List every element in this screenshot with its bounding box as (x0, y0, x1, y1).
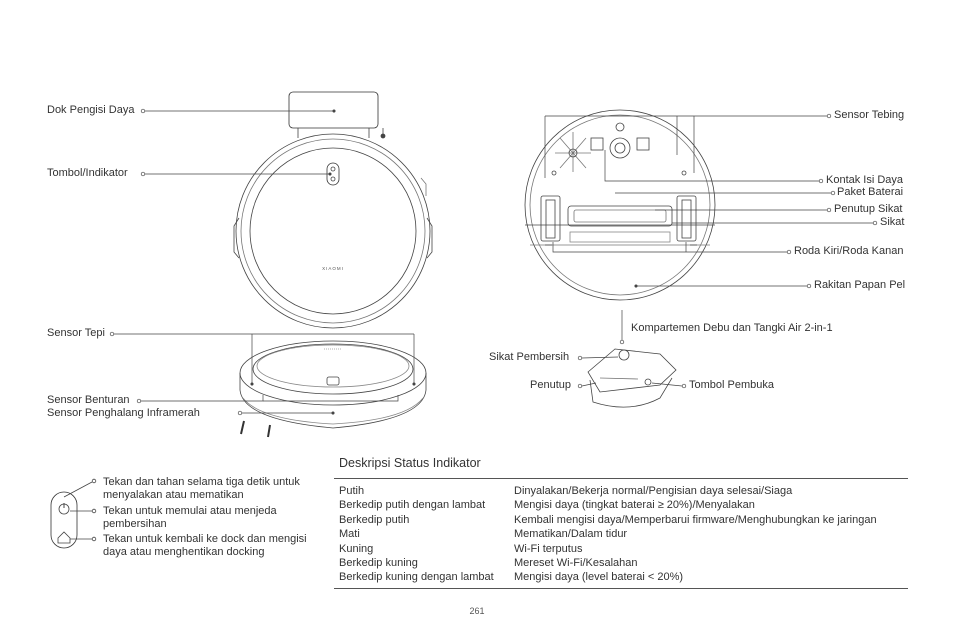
table-row: Putih Dinyalakan/Bekerja normal/Pengisian… (339, 484, 877, 498)
table-bottom-rule (334, 588, 908, 589)
status-state: Mati (339, 528, 360, 541)
status-meaning: Mengisi daya (level baterai < 20%) (514, 571, 684, 584)
side-view-robot (239, 340, 427, 438)
table-row: Berkedip putih dengan lambat Mengisi daya… (339, 498, 877, 512)
label-battery: Paket Baterai (837, 186, 904, 198)
table-row: Mati Mematikan/Dalam tidur (339, 527, 877, 541)
label-dustbin: Kompartemen Debu dan Tangki Air 2-in-1 (631, 322, 833, 334)
power-button-description: Tekan dan tahan selama tiga detik untuk … (103, 476, 300, 501)
status-meaning: Wi-Fi terputus (514, 542, 583, 555)
label-button-indicator: Tombol/Indikator (47, 167, 128, 179)
label-brush-cover: Penutup Sikat (834, 203, 903, 215)
status-state: Berkedip kuning dengan lambat (339, 571, 494, 584)
status-state: Kuning (339, 542, 374, 555)
dustbin-diagram (587, 348, 677, 408)
label-wheels: Roda Kiri/Roda Kanan (794, 245, 904, 257)
label-charging-contacts: Kontak Isi Daya (826, 174, 904, 186)
status-state: Berkedip kuning (339, 557, 418, 570)
table-row: Berkedip kuning dengan lambat Mengisi day… (339, 570, 877, 584)
brand-logo: XIAOMI (322, 266, 344, 271)
table-row: Berkedip putih Kembali mengisi daya/Mempe… (339, 513, 877, 527)
bottom-view-robot (524, 109, 716, 301)
status-state: Berkedip putih (339, 513, 410, 526)
label-ir-sensor: Sensor Penghalang Inframerah (47, 407, 200, 419)
dock-button-description: Tekan untuk kembali ke dock dan mengisi … (103, 533, 307, 558)
clean-button-description: Tekan untuk memulai atau menjeda pembers… (103, 505, 277, 530)
button-panel (50, 478, 97, 549)
status-meaning: Mematikan/Dalam tidur (514, 528, 628, 541)
status-meaning: Kembali mengisi daya/Memperbarui firmwar… (514, 513, 877, 526)
top-view-robot (233, 91, 433, 329)
status-meaning: Mengisi daya (tingkat baterai ≥ 20%)/Men… (514, 499, 755, 512)
table-row: Kuning Wi-Fi terputus (339, 542, 877, 556)
status-meaning: Mereset Wi-Fi/Kesalahan (514, 557, 638, 570)
label-mop-assembly: Rakitan Papan Pel (814, 279, 906, 291)
label-edge-sensor: Sensor Tepi (47, 327, 105, 339)
table-row: Berkedip kuning Mereset Wi-Fi/Kesalahan (339, 556, 877, 570)
label-cleaning-brush: Sikat Pembersih (489, 351, 570, 363)
status-meaning: Dinyalakan/Bekerja normal/Pengisian daya… (514, 485, 793, 497)
label-cover: Penutup (530, 379, 571, 391)
page-number: 261 (469, 606, 485, 616)
label-release-button: Tombol Pembuka (689, 379, 774, 391)
leader-lines (109, 108, 878, 416)
status-state: Berkedip putih dengan lambat (339, 499, 486, 512)
table-top-rule (334, 478, 908, 479)
label-brush: Sikat (880, 216, 905, 228)
label-dock: Dok Pengisi Daya (47, 104, 135, 116)
label-bumper-sensor: Sensor Benturan (47, 394, 130, 406)
label-cliff-sensor: Sensor Tebing (834, 109, 905, 121)
status-table: Putih Dinyalakan/Bekerja normal/Pengisian… (339, 484, 877, 585)
status-state: Putih (339, 485, 365, 497)
status-title: Deskripsi Status Indikator (339, 456, 481, 470)
